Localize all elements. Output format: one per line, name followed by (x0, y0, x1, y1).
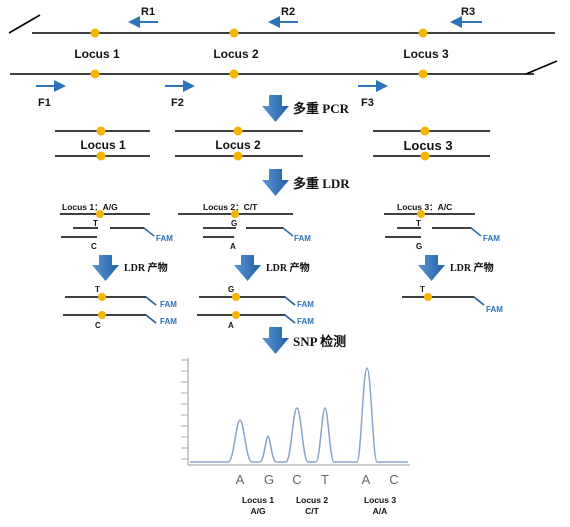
fam-tag-line (470, 227, 482, 237)
trace (190, 367, 408, 463)
step-label: LDR 产物 (124, 261, 168, 274)
fam-label: FAM (160, 317, 177, 326)
snp-dot (418, 28, 428, 38)
peak-label: C (292, 472, 301, 487)
peak-label: C (389, 472, 398, 487)
fam-label: FAM (160, 300, 177, 309)
peak-label: A (236, 472, 245, 487)
product-base: A (228, 321, 234, 330)
probe-base: T (416, 219, 421, 228)
probe-base: C (91, 242, 97, 251)
snp-dot (98, 293, 106, 301)
locus-label: Locus 3 (403, 47, 449, 61)
locus-group-name: Locus 3 (364, 495, 396, 505)
primer-label: R2 (281, 6, 295, 18)
peak-label: A (362, 472, 371, 487)
probe-base: G (231, 219, 237, 228)
probe-base: T (93, 219, 98, 228)
fam-label: FAM (297, 300, 314, 309)
step-arrow (262, 169, 289, 196)
snp-dot (229, 69, 239, 79)
step-label: LDR 产物 (450, 261, 494, 274)
locus-label: Locus 1 (74, 47, 120, 61)
pcr-product-1 (55, 126, 150, 161)
probe-base: A (230, 242, 236, 251)
snp-dot (90, 69, 100, 79)
step-label: 多重 PCR (293, 101, 350, 116)
ldr-product (197, 314, 296, 324)
snp-dot (96, 210, 104, 218)
pcr-locus-label: Locus 1 (80, 138, 126, 152)
product-base: G (228, 285, 234, 294)
locus-group-genotype: A/A (373, 506, 388, 516)
snp-dot (229, 28, 239, 38)
snp-dot (98, 311, 106, 319)
product-base: T (95, 285, 100, 294)
primer-label: R1 (141, 6, 155, 18)
step-arrow (262, 95, 289, 122)
fam-label: FAM (297, 317, 314, 326)
peak-label: T (321, 472, 329, 487)
probe-base: G (416, 242, 422, 251)
fam-probe (246, 227, 294, 237)
fam-tag-line (284, 314, 296, 324)
locus-group-name: Locus 2 (296, 495, 328, 505)
ldr-locus-label: Locus 1：A/G (62, 202, 118, 212)
pcr-product-3 (373, 126, 490, 161)
fam-label: FAM (156, 234, 173, 243)
pcr-locus-label: Locus 3 (403, 138, 452, 153)
step-arrow (418, 255, 445, 281)
primer-label: F1 (38, 97, 51, 109)
snp-dot (418, 69, 428, 79)
fam-label: FAM (294, 234, 311, 243)
step-label: 多重 LDR (293, 176, 350, 191)
genome-top-strand (8, 14, 555, 34)
ldr-product (65, 296, 157, 306)
fam-label: FAM (486, 305, 503, 314)
ldr-product (63, 314, 157, 324)
step-arrow (92, 255, 119, 281)
step-arrow (234, 255, 261, 281)
pcr-product-2 (175, 126, 303, 161)
locus-group-name: Locus 1 (242, 495, 274, 505)
fam-tag-line (145, 296, 157, 306)
step-arrow (262, 327, 289, 354)
fam-probe (432, 227, 482, 237)
snp-dot (231, 210, 239, 218)
step-label: SNP 检测 (293, 334, 346, 349)
peak-label: G (264, 472, 274, 487)
fam-tag-line (284, 296, 296, 306)
snp-dot (424, 293, 432, 301)
ldr-locus-label: Locus 2：C/T (203, 202, 258, 212)
locus-label: Locus 2 (213, 47, 259, 61)
primer-label: F3 (361, 97, 374, 109)
locus-group-genotype: C/T (305, 506, 320, 516)
ldr-product (199, 296, 296, 306)
fam-tag-line (143, 227, 155, 237)
fam-tag-line (473, 296, 485, 306)
snp-dot (417, 210, 425, 218)
ldr-locus-label: Locus 3：A/C (397, 202, 452, 212)
fam-tag-line (145, 314, 157, 324)
fam-label: FAM (483, 234, 500, 243)
pcr-locus-label: Locus 2 (215, 138, 261, 152)
primer-label: F2 (171, 97, 184, 109)
step-label: LDR 产物 (266, 261, 310, 274)
y-axis-ticks (181, 359, 188, 460)
electropherogram: A G C T A C Locus 1 A/G Locus 2 C/T Locu… (181, 358, 410, 516)
ldr-product (402, 296, 485, 306)
fam-tag-line (282, 227, 294, 237)
snp-dot (90, 28, 100, 38)
snp-dot (232, 293, 240, 301)
locus-group-genotype: A/G (250, 506, 266, 516)
product-base: T (420, 285, 425, 294)
product-base: C (95, 321, 101, 330)
primer-label: R3 (461, 6, 475, 18)
snp-dot (232, 311, 240, 319)
fam-probe (110, 227, 155, 237)
